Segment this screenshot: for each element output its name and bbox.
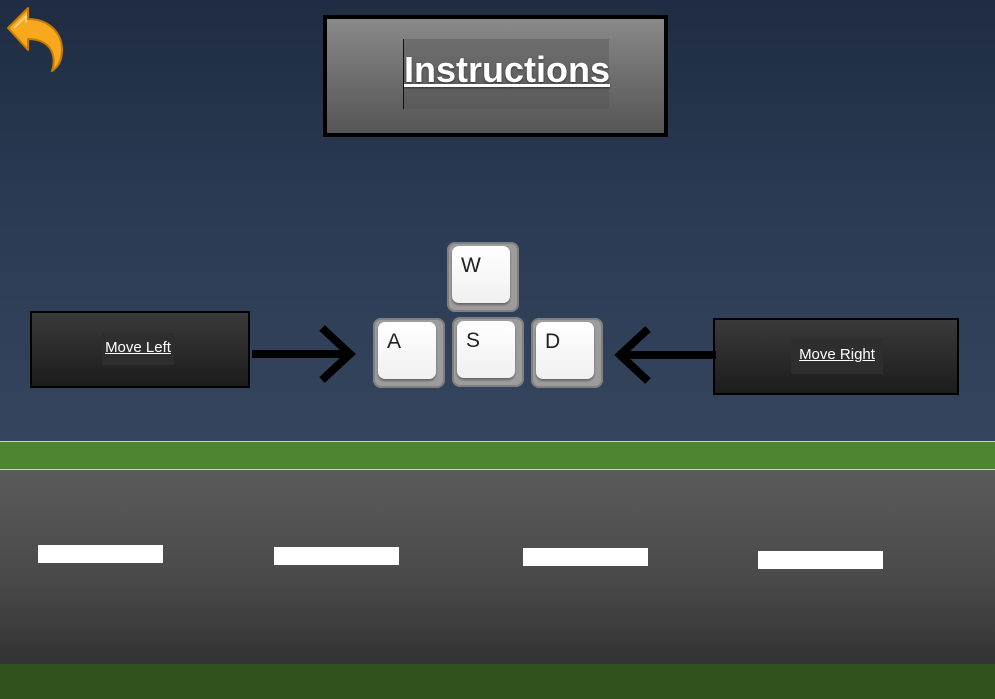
move-right-panel: Move Right bbox=[713, 318, 959, 395]
lane-marking bbox=[38, 545, 163, 563]
grass-strip-bottom bbox=[0, 664, 995, 699]
arrow-left-icon bbox=[614, 326, 716, 384]
move-left-label: Move Left bbox=[102, 333, 174, 365]
key-s-label: S bbox=[466, 329, 481, 352]
key-d: D bbox=[531, 318, 603, 388]
title-panel: Instructions bbox=[323, 15, 668, 137]
arrow-right-icon bbox=[252, 325, 356, 383]
key-d-label: D bbox=[545, 330, 561, 353]
title-inner: Instructions bbox=[403, 39, 611, 109]
key-w: W bbox=[447, 242, 519, 312]
move-right-label: Move Right bbox=[791, 338, 883, 374]
key-a-label: A bbox=[387, 330, 402, 353]
lane-marking bbox=[274, 547, 399, 565]
lane-marking bbox=[758, 551, 883, 569]
move-left-panel: Move Left bbox=[30, 311, 250, 388]
key-s: S bbox=[452, 317, 524, 387]
road bbox=[0, 470, 995, 664]
back-button[interactable] bbox=[4, 4, 66, 72]
key-a: A bbox=[373, 318, 445, 388]
lane-marking bbox=[523, 548, 648, 566]
page-title: Instructions bbox=[404, 49, 611, 90]
grass-strip-top bbox=[0, 441, 995, 470]
back-arrow-icon bbox=[7, 7, 63, 72]
key-w-label: W bbox=[461, 254, 481, 277]
